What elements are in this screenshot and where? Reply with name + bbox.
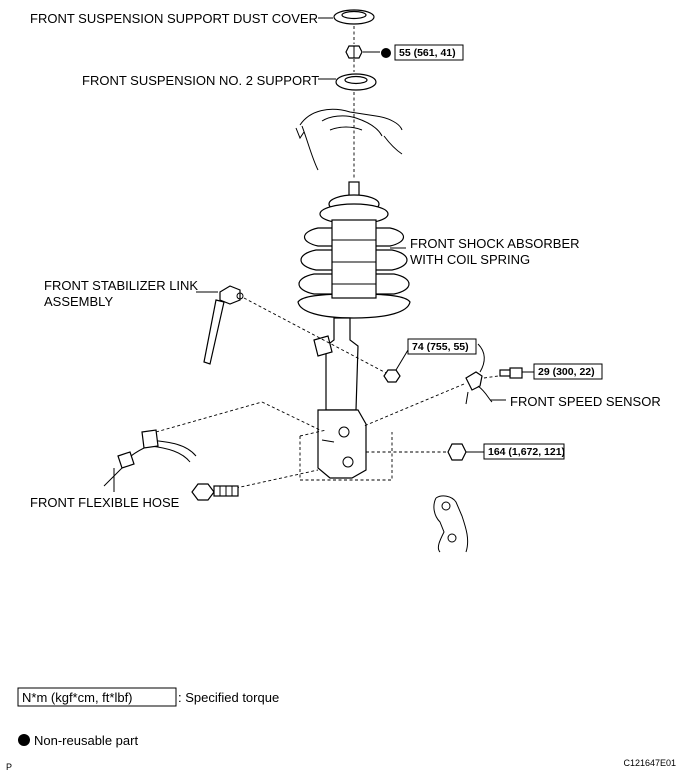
no2-support-part bbox=[335, 73, 377, 91]
torque-legend-unit: N*m (kgf*cm, ft*lbf) bbox=[22, 690, 133, 705]
dust-cover-label: FRONT SUSPENSION SUPPORT DUST COVER bbox=[30, 11, 318, 26]
speed-sensor-bolt-part bbox=[499, 367, 523, 379]
knuckle-nut-part bbox=[447, 443, 467, 461]
stabilizer-link-label-line2: ASSEMBLY bbox=[44, 294, 113, 309]
top-nut-torque: 55 (561, 41) bbox=[399, 47, 456, 59]
dust-cover-part bbox=[333, 9, 375, 25]
torque-legend-box bbox=[17, 687, 177, 707]
steering-knuckle-sketch bbox=[433, 495, 469, 553]
knuckle-bolt-torque: 164 (1,672, 121) bbox=[488, 446, 565, 458]
stabilizer-link-part bbox=[203, 285, 244, 365]
corner-right-code: C121647E01 bbox=[623, 758, 676, 768]
speed-sensor-bolt-torque: 29 (300, 22) bbox=[538, 366, 595, 378]
shock-absorber-part bbox=[297, 181, 411, 479]
torque-legend-desc: : Specified torque bbox=[178, 690, 279, 705]
flexible-hose-label: FRONT FLEXIBLE HOSE bbox=[30, 495, 180, 510]
speed-sensor-label: FRONT SPEED SENSOR bbox=[510, 394, 661, 409]
speed-sensor-part bbox=[465, 343, 493, 405]
stabilizer-link-label-line1: FRONT STABILIZER LINK bbox=[44, 278, 198, 293]
strut-tower-body bbox=[295, 108, 403, 171]
flexible-hose-part bbox=[103, 429, 197, 487]
top-nut-part bbox=[345, 45, 363, 59]
shock-absorber-label-line1: FRONT SHOCK ABSORBER bbox=[410, 236, 580, 251]
no2-support-label: FRONT SUSPENSION NO. 2 SUPPORT bbox=[82, 73, 319, 88]
nonreusable-marker-icon bbox=[381, 48, 391, 58]
stabilizer-nut-part bbox=[383, 369, 401, 383]
knuckle-bolt-part bbox=[191, 483, 239, 501]
legend-nonreusable-icon bbox=[18, 734, 30, 746]
shock-absorber-label-line2: WITH COIL SPRING bbox=[410, 252, 530, 267]
stabilizer-nut-torque: 74 (755, 55) bbox=[412, 341, 469, 353]
corner-left-code: P bbox=[6, 762, 12, 772]
nonreusable-legend-text: Non-reusable part bbox=[34, 733, 138, 748]
